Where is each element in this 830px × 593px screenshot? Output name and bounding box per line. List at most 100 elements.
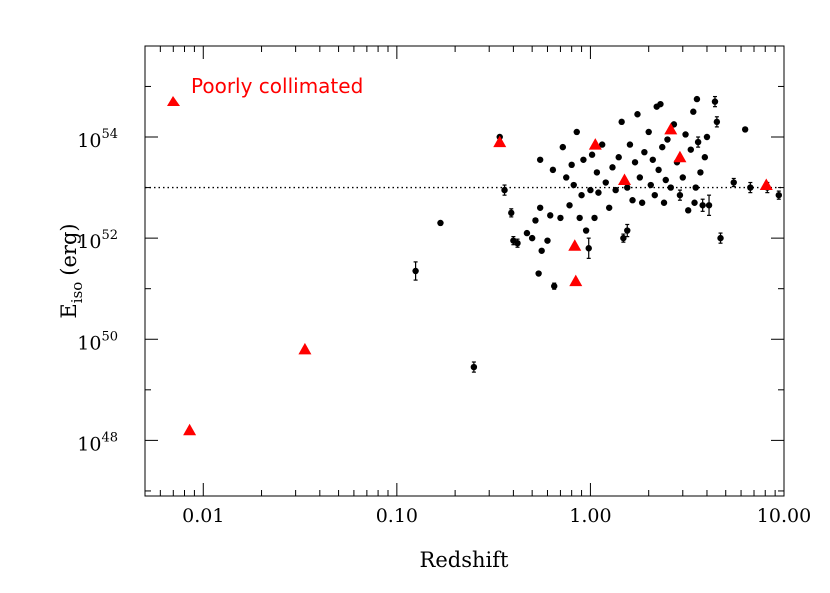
data-point	[532, 217, 539, 224]
y-axis-label-main: E	[57, 303, 81, 318]
data-point	[705, 202, 713, 209]
data-point	[636, 174, 644, 181]
x-axis-label: Redshift	[420, 548, 509, 572]
y-tick-base: 10	[77, 231, 101, 253]
data-point	[693, 95, 701, 103]
plot-frame	[144, 45, 785, 497]
legend-label: Poorly collimated	[191, 74, 363, 98]
x-tick-label: 0.10	[376, 505, 418, 527]
y-tick-exponent: 54	[101, 127, 118, 142]
poorly-collimated-point	[493, 135, 507, 148]
data-point	[536, 204, 544, 211]
data-point	[563, 174, 570, 181]
data-point	[557, 214, 564, 222]
data-point	[618, 118, 625, 126]
data-point	[437, 219, 444, 227]
data-point	[566, 202, 573, 209]
data-point	[602, 179, 609, 186]
x-tick-label: 1.00	[569, 505, 611, 527]
y-tick-base: 10	[77, 332, 101, 354]
data-point	[679, 174, 686, 181]
data-point	[612, 186, 619, 194]
data-point	[775, 191, 782, 199]
data-point	[626, 141, 634, 148]
regular-points	[412, 95, 782, 373]
data-point	[660, 199, 668, 206]
data-point	[741, 126, 749, 133]
data-point	[576, 214, 583, 222]
svg-text:Eiso(erg): Eiso(erg)	[57, 223, 86, 318]
data-point	[598, 141, 606, 148]
y-tick-exponent: 48	[101, 430, 118, 445]
poorly-collimated-point	[183, 423, 197, 436]
y-tick-exponent: 52	[101, 228, 118, 243]
data-point	[535, 270, 542, 277]
data-point	[549, 166, 557, 174]
legend-triangle-marker	[167, 96, 180, 106]
data-point	[717, 234, 724, 242]
data-point	[568, 161, 575, 169]
y-axis-label-unit: (erg)	[57, 223, 81, 275]
data-point	[605, 204, 613, 211]
data-point	[659, 143, 666, 151]
poorly-collimated-point	[664, 122, 678, 135]
data-point	[662, 176, 669, 184]
data-point	[655, 166, 662, 174]
data-point	[591, 214, 598, 222]
data-point	[703, 133, 711, 141]
poorly-collimated-point	[588, 138, 602, 150]
data-point	[645, 128, 652, 136]
legend: Poorly collimated	[167, 74, 363, 106]
data-point	[687, 146, 694, 153]
data-point	[585, 245, 592, 252]
data-point	[528, 234, 536, 242]
data-point	[609, 164, 616, 171]
data-point	[634, 111, 641, 118]
y-tick-label: 1050	[77, 329, 118, 354]
poorly-collimated-point	[673, 150, 687, 163]
data-point	[580, 156, 587, 163]
data-point	[547, 212, 554, 219]
data-point	[711, 98, 719, 105]
data-point	[573, 128, 580, 136]
x-tick-label: 0.01	[182, 505, 224, 527]
data-point	[713, 118, 721, 126]
data-point	[570, 181, 577, 189]
data-point	[631, 159, 639, 166]
data-point	[649, 156, 656, 163]
data-point	[536, 156, 544, 163]
data-point	[690, 108, 697, 115]
data-point	[593, 169, 601, 176]
x-tick-labels: 0.01 0.10 1.00 10.00	[182, 505, 811, 527]
data-point	[691, 199, 698, 206]
data-point	[664, 136, 671, 143]
poorly-collimated-point	[618, 173, 632, 185]
data-point	[638, 199, 646, 206]
data-point	[588, 151, 596, 158]
data-point	[697, 169, 704, 176]
data-point	[624, 227, 631, 234]
data-point	[699, 202, 706, 209]
y-tick-base: 10	[77, 433, 101, 455]
data-point	[667, 184, 674, 191]
poorly-collimated-point	[298, 342, 312, 355]
data-point	[730, 179, 737, 186]
data-point	[747, 184, 754, 191]
data-point	[412, 267, 419, 275]
data-point	[685, 207, 692, 214]
data-point	[624, 184, 631, 191]
data-point	[701, 154, 709, 161]
data-point	[559, 143, 567, 151]
poorly-collimated-point	[759, 178, 773, 191]
data-point	[514, 239, 521, 247]
data-point	[676, 191, 684, 199]
x-tick-label: 10.00	[757, 505, 811, 527]
data-point	[551, 282, 558, 290]
y-axis-label: Eiso(erg)	[57, 223, 86, 318]
poorly-collimated-point	[568, 239, 582, 251]
data-point	[682, 131, 689, 138]
y-tick-label: 1048	[77, 430, 118, 455]
data-point	[651, 191, 658, 199]
